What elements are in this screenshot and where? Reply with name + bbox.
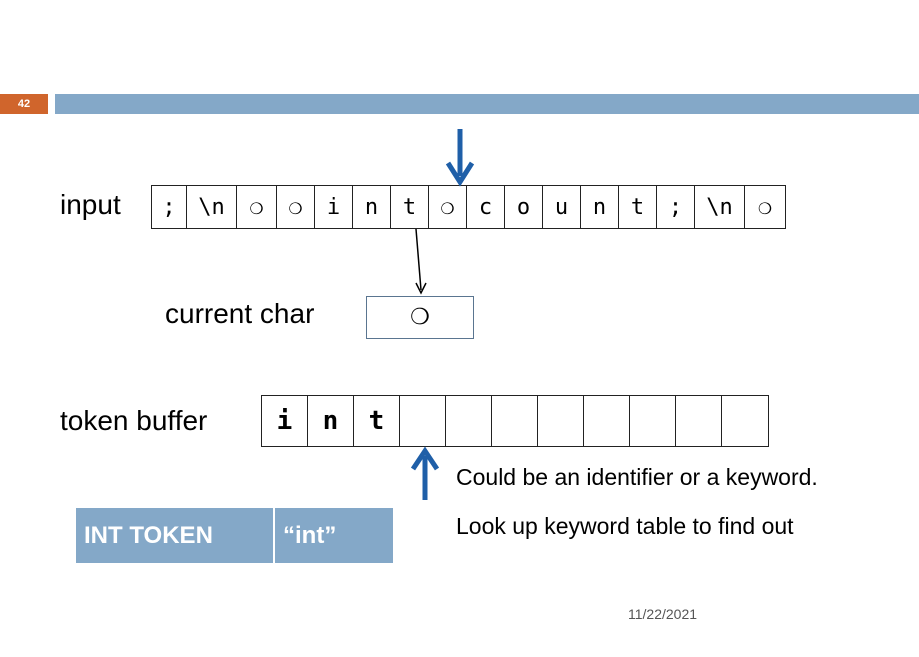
note-identifier-or-keyword: Could be an identifier or a keyword. [456,464,818,490]
input-char-cell: t [391,186,429,228]
token-buffer-label: token buffer [60,405,208,436]
input-char-cell: ; [152,186,187,228]
input-char-cell: o [505,186,543,228]
token-buffer-cell [538,396,584,446]
input-char-cell: ❍ [237,186,277,228]
input-char-cell: n [353,186,391,228]
token-buffer-cell: t [354,396,400,446]
token-buffer-cell [492,396,538,446]
token-buffer-cell: i [262,396,308,446]
input-char-cell: \n [695,186,745,228]
token-buffer-cell [584,396,630,446]
token-value: “int” [275,508,393,563]
token-buffer-cell [630,396,676,446]
input-char-cell: t [619,186,657,228]
input-char-cell: i [315,186,353,228]
token-buffer-cell [446,396,492,446]
note-lookup-keyword: Look up keyword table to find out [456,513,794,539]
current-char-arrow [415,228,427,295]
token-type: INT TOKEN [76,508,275,563]
input-label: input [60,189,121,220]
current-char-label: current char [165,298,315,329]
input-char-cell: ❍ [758,194,772,220]
slide-number: 42 [0,94,48,114]
token-buffer-cell: n [308,396,354,446]
input-char-cell: ❍ [429,186,467,228]
input-char-cell: u [543,186,581,228]
input-char-cell: ❍ [277,186,315,228]
input-char-cell: c [467,186,505,228]
input-pointer-arrow [445,129,475,187]
date: 11/22/2021 [628,606,698,622]
input-char-cell: \n [187,186,237,228]
current-char-box: ❍ [366,296,474,339]
token-buffer-cell [676,396,722,446]
token-table: INT TOKEN “int” [76,508,393,563]
token-buffer-cell [400,396,446,446]
input-char-cell: n [581,186,619,228]
title-bar [55,94,919,114]
buffer-pointer-arrow [410,446,440,500]
input-char-cell: ; [657,186,695,228]
